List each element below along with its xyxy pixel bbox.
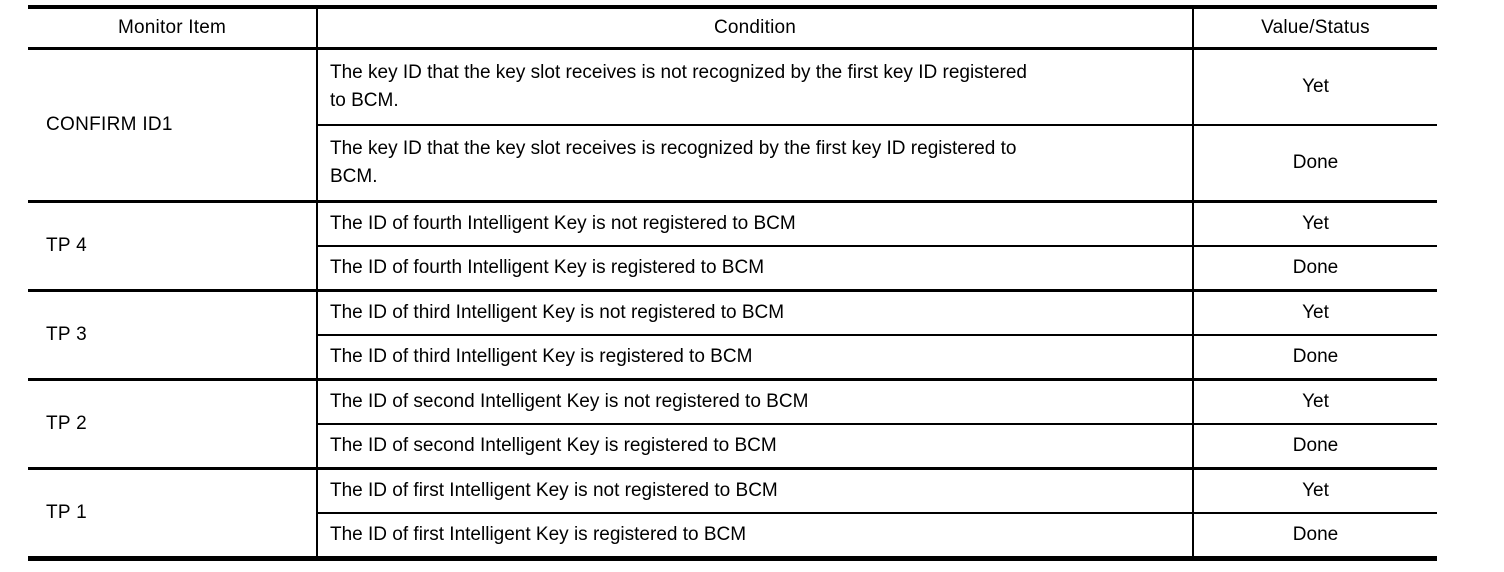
table-body: CONFIRM ID1 The key ID that the key slot… xyxy=(28,47,1437,559)
value-status-cell: Yet xyxy=(1192,289,1437,335)
table-row: CONFIRM ID1 The key ID that the key slot… xyxy=(28,47,1437,202)
table-row: The ID of third Intelligent Key is regis… xyxy=(28,334,1437,380)
value-status-cell: Done xyxy=(1192,245,1437,291)
column-header-monitor-item: Monitor Item xyxy=(28,7,317,50)
monitor-item-cell: TP 4 xyxy=(28,200,317,291)
condition-cell: The ID of first Intelligent Key is regis… xyxy=(316,512,1193,559)
condition-cell: The ID of second Intelligent Key is regi… xyxy=(316,423,1193,469)
condition-cell: The ID of second Intelligent Key is not … xyxy=(316,378,1193,424)
table-row: TP 3 The ID of third Intelligent Key is … xyxy=(28,289,1437,380)
header-row: Monitor Item Condition Value/Status xyxy=(28,7,1437,50)
column-header-value-status: Value/Status xyxy=(1192,7,1437,50)
condition-cell: The key ID that the key slot receives is… xyxy=(316,47,1193,125)
condition-cell: The ID of first Intelligent Key is not r… xyxy=(316,467,1193,513)
monitor-item-table: Monitor Item Condition Value/Status CONF… xyxy=(28,5,1437,561)
condition-cell: The ID of third Intelligent Key is regis… xyxy=(316,334,1193,380)
column-header-condition: Condition xyxy=(316,7,1193,50)
table-row: TP 2 The ID of second Intelligent Key is… xyxy=(28,378,1437,469)
value-status-cell: Done xyxy=(1192,124,1437,202)
value-status-cell: Done xyxy=(1192,334,1437,380)
table-header: Monitor Item Condition Value/Status xyxy=(28,7,1437,50)
value-status-cell: Yet xyxy=(1192,47,1437,125)
value-status-cell: Done xyxy=(1192,512,1437,559)
table-row: The ID of fourth Intelligent Key is regi… xyxy=(28,245,1437,291)
table-row: TP 4 The ID of fourth Intelligent Key is… xyxy=(28,200,1437,291)
condition-cell: The ID of third Intelligent Key is not r… xyxy=(316,289,1193,335)
table-row: TP 1 The ID of first Intelligent Key is … xyxy=(28,467,1437,559)
condition-cell: The key ID that the key slot receives is… xyxy=(316,124,1193,202)
condition-cell: The ID of fourth Intelligent Key is not … xyxy=(316,200,1193,246)
table-row: The ID of first Intelligent Key is regis… xyxy=(28,512,1437,559)
monitor-item-cell: TP 2 xyxy=(28,378,317,469)
value-status-cell: Yet xyxy=(1192,200,1437,246)
monitor-item-cell: TP 3 xyxy=(28,289,317,380)
value-status-cell: Done xyxy=(1192,423,1437,469)
table-row: The key ID that the key slot receives is… xyxy=(28,124,1437,202)
monitor-item-cell: TP 1 xyxy=(28,467,317,559)
table-row: The ID of second Intelligent Key is regi… xyxy=(28,423,1437,469)
value-status-cell: Yet xyxy=(1192,378,1437,424)
value-status-cell: Yet xyxy=(1192,467,1437,513)
condition-cell: The ID of fourth Intelligent Key is regi… xyxy=(316,245,1193,291)
monitor-item-cell: CONFIRM ID1 xyxy=(28,47,317,202)
